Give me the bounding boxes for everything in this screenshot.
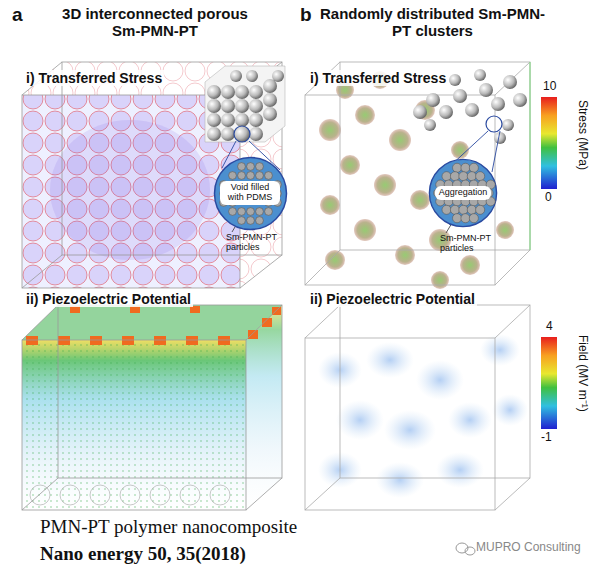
potential-cube [22, 305, 282, 510]
stress-colorbar [541, 97, 557, 189]
caption: PMN-PT polymer nanocomposite [40, 516, 297, 538]
stress-cube [22, 62, 282, 288]
figure-label: 3D interconnected porous Sm-PMN-PT [50, 5, 260, 40]
figure-label: ii) Piezoelectric Potential [308, 291, 477, 307]
cluster-potential-cube [305, 305, 530, 510]
figure-label: 10 [543, 80, 556, 94]
figure-label: a [12, 4, 23, 26]
figure-label: 4 [546, 320, 553, 334]
porous-lattice [205, 66, 285, 170]
figure-label: Field (MV m⁻¹) [575, 335, 589, 412]
figure-label: Nano energy 50, 35(2018) [40, 543, 246, 565]
figure-label: i) Transferred Stress [308, 70, 448, 86]
figure-label: Stress (MPa) [575, 100, 589, 170]
watermark-icon [456, 543, 475, 555]
inset-text: Void filled with PDMS [220, 181, 280, 205]
cluster-cube [305, 62, 530, 289]
figure-label: -1 [541, 431, 552, 445]
figure-label: MUPRO Consulting [476, 541, 581, 555]
figure-label: 0 [545, 191, 552, 205]
figure-label: Sm-PMN-PT particles [226, 232, 290, 253]
inset-circle: Void filled with PDMS [213, 156, 288, 231]
figure-label: Randomly distributed Sm-PMN-PT clusters [320, 5, 545, 40]
figure-label: ii) Piezoelectric Potential [24, 291, 193, 307]
field-colorbar [541, 337, 557, 429]
figure-label: Sm-PMN-PT particles [440, 233, 504, 254]
inset-text: Aggregation [435, 186, 492, 200]
inset-circle: Aggregation [428, 158, 498, 228]
figure-label: i) Transferred Stress [24, 70, 164, 86]
figure-label: b [300, 4, 312, 26]
